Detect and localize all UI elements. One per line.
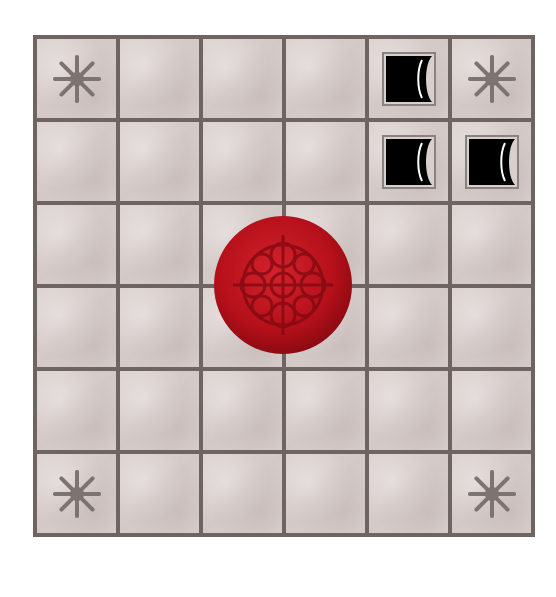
board-cell-r3-c4[interactable] (369, 288, 448, 367)
board-cell-r2-c1[interactable] (120, 205, 199, 284)
board-cell-r0-c2[interactable] (203, 39, 282, 118)
board-cell-r4-c3[interactable] (286, 371, 365, 450)
board-cell-r4-c2[interactable] (203, 371, 282, 450)
star-icon (49, 466, 105, 522)
board-cell-r0-c4[interactable] (369, 39, 448, 118)
board-cell-r2-c4[interactable] (369, 205, 448, 284)
board-cell-r0-c3[interactable] (286, 39, 365, 118)
board-cell-r1-c2[interactable] (203, 122, 282, 201)
star-icon (464, 51, 520, 107)
red-ball-icon[interactable] (213, 215, 353, 355)
board-cell-r5-c2[interactable] (203, 454, 282, 533)
board-cell-r1-c1[interactable] (120, 122, 199, 201)
board-cell-r0-c5[interactable] (452, 39, 531, 118)
board-cell-r1-c4[interactable] (369, 122, 448, 201)
black-stone-icon[interactable] (382, 135, 436, 189)
board-cell-r2-c0[interactable] (37, 205, 116, 284)
board-cell-r5-c1[interactable] (120, 454, 199, 533)
board-cell-r4-c1[interactable] (120, 371, 199, 450)
board-cell-r5-c3[interactable] (286, 454, 365, 533)
board-cell-r5-c4[interactable] (369, 454, 448, 533)
board-cell-r0-c1[interactable] (120, 39, 199, 118)
board-cell-r4-c0[interactable] (37, 371, 116, 450)
board-cell-r3-c5[interactable] (452, 288, 531, 367)
board-cell-r5-c5[interactable] (452, 454, 531, 533)
board-cell-r2-c5[interactable] (452, 205, 531, 284)
board-cell-r4-c5[interactable] (452, 371, 531, 450)
board-cell-r1-c3[interactable] (286, 122, 365, 201)
star-icon (464, 466, 520, 522)
board-cell-r0-c0[interactable] (37, 39, 116, 118)
black-stone-icon[interactable] (382, 52, 436, 106)
board-cell-r3-c0[interactable] (37, 288, 116, 367)
board-cell-r3-c1[interactable] (120, 288, 199, 367)
star-icon (49, 51, 105, 107)
board-cell-r4-c4[interactable] (369, 371, 448, 450)
board-cell-r5-c0[interactable] (37, 454, 116, 533)
board-cell-r1-c0[interactable] (37, 122, 116, 201)
board-cell-r1-c5[interactable] (452, 122, 531, 201)
black-stone-icon[interactable] (465, 135, 519, 189)
